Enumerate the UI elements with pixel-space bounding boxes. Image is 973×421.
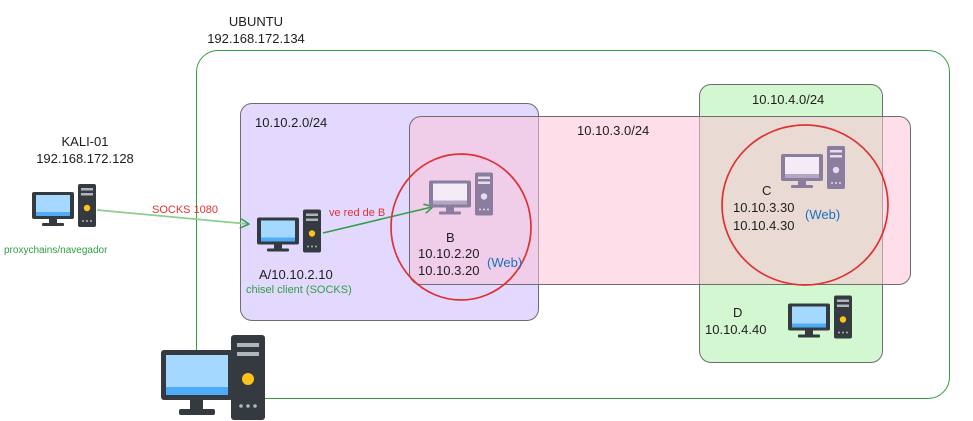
host-c-service: (Web) xyxy=(805,207,841,222)
host-c-computer-icon xyxy=(781,146,845,189)
network-label-10-10-3-0: 10.10.3.0/24 xyxy=(577,123,650,138)
kali-computer-icon xyxy=(32,184,96,227)
host-a-computer-icon xyxy=(257,209,321,253)
host-b-computer-icon xyxy=(429,172,493,216)
host-c-ip-2: 10.10.4.30 xyxy=(733,218,795,233)
network-label-10-10-4-0: 10.10.4.0/24 xyxy=(752,92,825,107)
host-b-service: (Web) xyxy=(487,255,523,270)
pivot-note: ve red de B xyxy=(329,207,386,219)
host-d-label: D xyxy=(733,305,743,320)
ubuntu-title: UBUNTU xyxy=(228,14,284,29)
network-label-10-10-2-0: 10.10.2.0/24 xyxy=(255,115,328,130)
host-d-computer-icon xyxy=(788,295,852,339)
host-a-role: chisel client (SOCKS) xyxy=(246,284,352,296)
host-b-ip-2: 10.10.3.20 xyxy=(418,263,480,278)
kali-ip: 192.168.172.128 xyxy=(36,151,134,166)
socks-tunnel-label: SOCKS 1080 xyxy=(152,204,219,216)
kali-tool-label: proxychains/navegador xyxy=(4,245,108,256)
host-d-ip: 10.10.4.40 xyxy=(705,322,767,337)
host-a-label: A/10.10.2.10 xyxy=(259,267,333,282)
ubuntu-ip: 192.168.172.134 xyxy=(207,31,305,46)
host-b-label: B xyxy=(446,230,455,245)
host-b-ip-1: 10.10.2.20 xyxy=(418,246,480,261)
host-c-ip-1: 10.10.3.30 xyxy=(733,200,795,215)
host-c-label: C xyxy=(762,183,772,198)
kali-title: KALI-01 xyxy=(61,134,109,149)
ubuntu-server-icon xyxy=(161,335,265,420)
